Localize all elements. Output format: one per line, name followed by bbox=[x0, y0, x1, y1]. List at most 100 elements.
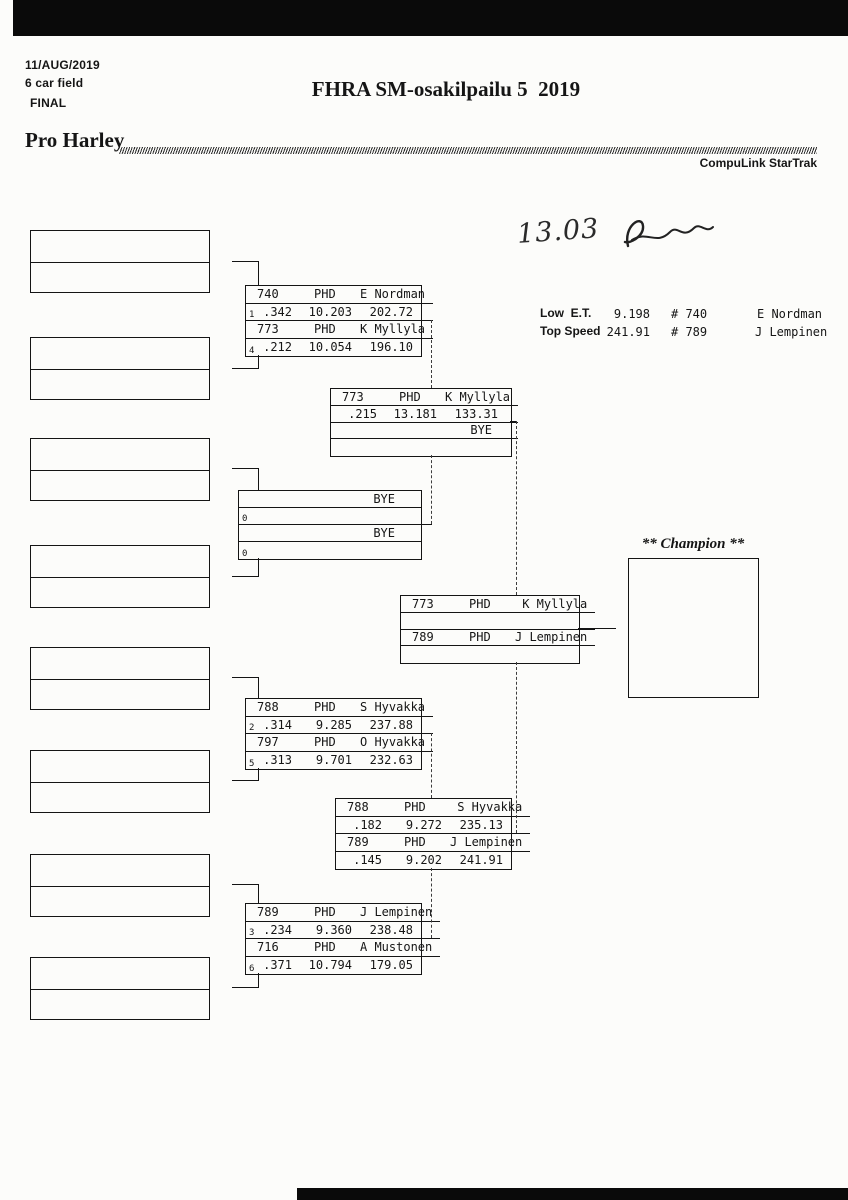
slot-upper-cell bbox=[31, 648, 209, 680]
driver-name: E Nordman bbox=[360, 287, 426, 302]
class-code: PHD bbox=[314, 322, 336, 337]
bracket-box-semifinal-1: 773 PHD K Myllyla .215 13.181 133.31 BYE bbox=[330, 388, 519, 457]
class-code: PHD bbox=[404, 835, 426, 850]
car-number: 788 bbox=[347, 800, 369, 815]
top-speed-car: # 789 bbox=[671, 325, 708, 339]
connector-line bbox=[258, 677, 259, 699]
entry-data-row: 0 bbox=[239, 508, 421, 525]
class-code: PHD bbox=[469, 630, 491, 645]
round1-slot-3 bbox=[30, 438, 210, 501]
seed-number: 5 bbox=[249, 759, 255, 769]
slot-lower-cell bbox=[31, 578, 209, 609]
low-et-label: Low E.T. bbox=[540, 306, 592, 320]
round1-slot-6 bbox=[30, 750, 210, 813]
reaction-time: .314 bbox=[263, 717, 292, 732]
elapsed-time: 10.203 bbox=[308, 304, 352, 319]
event-date: 11/AUG/2019 bbox=[25, 58, 100, 72]
top-speed-driver: J Lempinen bbox=[755, 325, 828, 339]
seed-number: 6 bbox=[249, 964, 255, 974]
entry-data-row: 5 .313 9.701 232.63 bbox=[246, 752, 433, 770]
entry-name-row: 740 PHD E Nordman bbox=[246, 286, 434, 304]
driver-name: A Mustonen bbox=[360, 940, 433, 955]
empty-row bbox=[331, 439, 518, 456]
seed-number: 0 bbox=[242, 514, 248, 524]
entry-name-row: 788 PHD S Hyvakka bbox=[246, 699, 434, 717]
round1-slot-2 bbox=[30, 337, 210, 400]
seed-number: 0 bbox=[242, 549, 248, 559]
car-number: 788 bbox=[257, 700, 279, 715]
bye-row: BYE bbox=[239, 491, 421, 508]
slot-upper-cell bbox=[31, 338, 209, 370]
entry-data-row: .145 9.202 241.91 bbox=[336, 852, 530, 870]
empty-row bbox=[401, 646, 595, 663]
entry-data-row: 3 .234 9.360 238.48 bbox=[246, 922, 441, 939]
entry-data-row: 2 .314 9.285 237.88 bbox=[246, 717, 434, 734]
speed: 133.31 bbox=[454, 406, 498, 421]
elapsed-time: 9.285 bbox=[315, 717, 352, 732]
connector-line bbox=[258, 261, 259, 286]
reaction-time: .371 bbox=[263, 958, 292, 973]
car-number: 773 bbox=[342, 389, 364, 404]
driver-name: J Lempinen bbox=[360, 905, 433, 920]
car-number: 716 bbox=[257, 940, 279, 955]
reaction-time: .234 bbox=[263, 922, 292, 937]
bye-row: BYE bbox=[331, 423, 519, 440]
class-code: PHD bbox=[314, 905, 336, 920]
driver-name: K Myllyla bbox=[522, 596, 588, 611]
bye-label: BYE bbox=[470, 423, 493, 438]
connector-line bbox=[258, 355, 259, 369]
bracket-box-quarterfinal-2: 788 PHD S Hyvakka 2 .314 9.285 237.88 79… bbox=[245, 698, 434, 770]
class-code: PHD bbox=[314, 287, 336, 302]
connector-line bbox=[232, 576, 259, 577]
class-code: PHD bbox=[399, 389, 421, 404]
slot-lower-cell bbox=[31, 990, 209, 1021]
seed-number: 4 bbox=[249, 346, 255, 356]
seed-number: 3 bbox=[249, 928, 255, 938]
connector-line bbox=[258, 973, 259, 988]
top-speed-label: Top Speed bbox=[540, 324, 601, 338]
driver-name: K Myllyla bbox=[360, 322, 426, 337]
elapsed-time: 13.181 bbox=[393, 406, 437, 421]
car-number: 789 bbox=[412, 630, 434, 645]
entry-name-row: 773 PHD K Myllyla bbox=[246, 321, 434, 339]
driver-name: O Hyvakka bbox=[360, 735, 426, 750]
slot-upper-cell bbox=[31, 958, 209, 990]
entry-data-row: 0 bbox=[239, 542, 421, 559]
seed-number: 2 bbox=[249, 723, 255, 733]
driver-name: J Lempinen bbox=[515, 630, 588, 645]
entry-name-row: 797 PHD O Hyvakka bbox=[246, 734, 434, 752]
timing-system-brand: CompuLink StarTrak bbox=[699, 156, 817, 170]
elapsed-time: 9.272 bbox=[405, 817, 442, 832]
speed: 232.63 bbox=[369, 753, 413, 768]
bye-row: BYE bbox=[239, 525, 421, 542]
speed: 237.88 bbox=[369, 717, 413, 732]
entry-name-row: 773 PHD K Myllyla bbox=[331, 389, 519, 406]
slot-upper-cell bbox=[31, 751, 209, 783]
slot-lower-cell bbox=[31, 471, 209, 502]
slot-upper-cell bbox=[31, 231, 209, 263]
round1-slot-7 bbox=[30, 854, 210, 917]
elapsed-time: 9.360 bbox=[315, 922, 352, 937]
class-code: PHD bbox=[469, 596, 491, 611]
bracket-box-final: 773 PHD K Myllyla 789 PHD J Lempinen bbox=[400, 595, 596, 664]
entry-name-row: 788 PHD S Hyvakka bbox=[336, 799, 531, 817]
class-name: Pro Harley bbox=[25, 128, 125, 152]
connector-line bbox=[232, 368, 259, 369]
bracket-box-quarterfinal-3: 789 PHD J Lempinen 3 .234 9.360 238.48 7… bbox=[245, 903, 441, 975]
elapsed-time: 10.054 bbox=[308, 340, 352, 355]
connector-line bbox=[510, 833, 517, 834]
entry-name-row: 773 PHD K Myllyla bbox=[401, 596, 596, 613]
slot-upper-cell bbox=[31, 855, 209, 887]
field-size: 6 car field bbox=[25, 76, 84, 90]
reaction-time: .145 bbox=[353, 853, 382, 868]
connector-line bbox=[258, 768, 259, 781]
reaction-time: .342 bbox=[263, 304, 292, 319]
top-speed-value: 241.91 bbox=[606, 325, 650, 339]
round-label: FINAL bbox=[30, 96, 67, 110]
connector-line bbox=[232, 987, 259, 988]
connector-line bbox=[420, 938, 432, 939]
connector-line bbox=[232, 261, 259, 262]
slot-lower-cell bbox=[31, 783, 209, 814]
driver-name: J Lempinen bbox=[450, 835, 523, 850]
class-code: PHD bbox=[314, 700, 336, 715]
